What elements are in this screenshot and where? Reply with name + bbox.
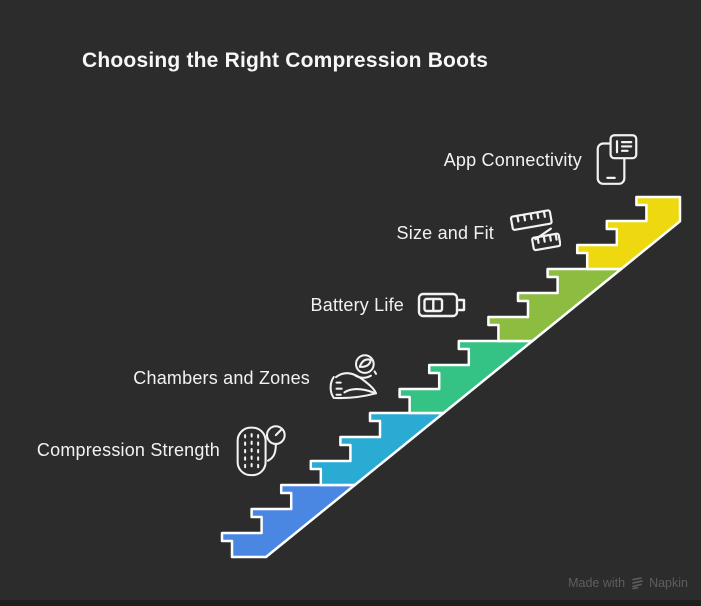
label-row-chambers-and-zones: Chambers and Zones [133,352,377,404]
watermark-prefix: Made with [568,576,626,590]
watermark: Made with Napkin [568,576,688,590]
segment-label-size-and-fit: Size and Fit [396,222,494,243]
segment-label-compression-strength: Compression Strength [36,439,220,460]
label-row-app-connectivity: App Connectivity [444,133,639,187]
segment-label-app-connectivity: App Connectivity [443,149,582,170]
label-row-size-and-fit: Size and Fit [397,208,561,258]
stair-segment-3-battery-life [398,339,534,415]
measuring-tape-icon [507,208,561,258]
segment-label-chambers-and-zones: Chambers and Zones [133,367,310,388]
stair-segment-4-size-and-fit [487,267,623,343]
page-title: Choosing the Right Compression Boots [82,49,489,72]
napkin-logo-icon [630,576,644,590]
label-row-battery-life: Battery Life [311,289,467,321]
stair-segment-2-chambers-and-zones [309,411,445,487]
bottom-strip [0,600,701,606]
label-row-compression-strength: Compression Strength [37,421,287,479]
watermark-brand: Napkin [649,576,688,590]
stair-segment-5-app-connectivity [575,195,682,271]
compression-gauge-icon [233,421,287,479]
stair-segment-1-compression-strength [220,483,357,559]
air-chamber-leg-icon [323,352,377,404]
battery-icon [417,289,467,321]
segment-label-battery-life: Battery Life [310,294,404,315]
smartphone-news-icon [595,133,639,187]
